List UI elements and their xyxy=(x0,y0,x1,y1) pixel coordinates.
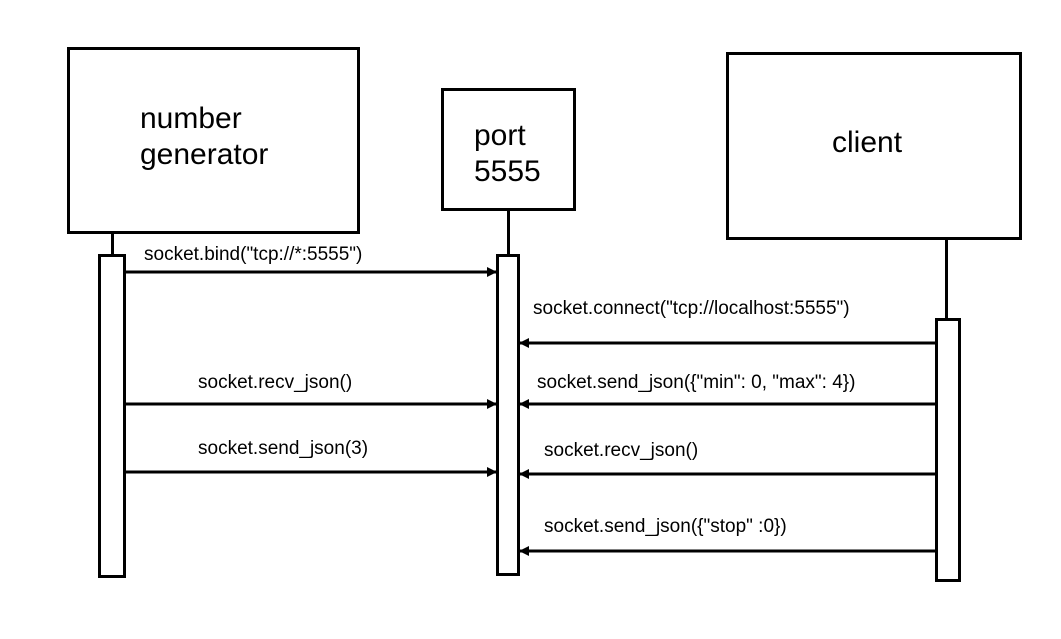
activation-bar-port xyxy=(496,254,520,576)
participant-label-port-number: 5555 xyxy=(474,155,541,188)
participant-box-client: client xyxy=(726,52,1022,240)
participant-box-port: port 5555 xyxy=(441,88,576,211)
participant-box-number-generator: number generator xyxy=(67,47,360,234)
message-label-recv-json-generator: socket.recv_json() xyxy=(198,372,353,393)
message-label-send-json-min-max: socket.send_json({"min": 0, "max": 4}) xyxy=(537,372,856,393)
activation-bar-client xyxy=(935,318,961,582)
participant-label-number: number xyxy=(140,102,242,135)
lifeline-client xyxy=(945,239,948,320)
participant-label-port: port xyxy=(474,119,526,152)
message-label-connect: socket.connect("tcp://localhost:5555") xyxy=(533,298,850,319)
message-label-send-json-stop: socket.send_json({"stop" :0}) xyxy=(544,516,787,537)
message-label-recv-json-client: socket.recv_json() xyxy=(544,440,699,461)
participant-label-generator: generator xyxy=(140,138,269,171)
participant-label-client: client xyxy=(832,126,903,159)
activation-bar-number-generator xyxy=(98,254,126,578)
lifeline-number-generator xyxy=(111,233,114,256)
message-label-bind: socket.bind("tcp://*:5555") xyxy=(144,244,363,265)
lifeline-port xyxy=(507,210,510,256)
message-label-send-json-3: socket.send_json(3) xyxy=(198,438,369,459)
